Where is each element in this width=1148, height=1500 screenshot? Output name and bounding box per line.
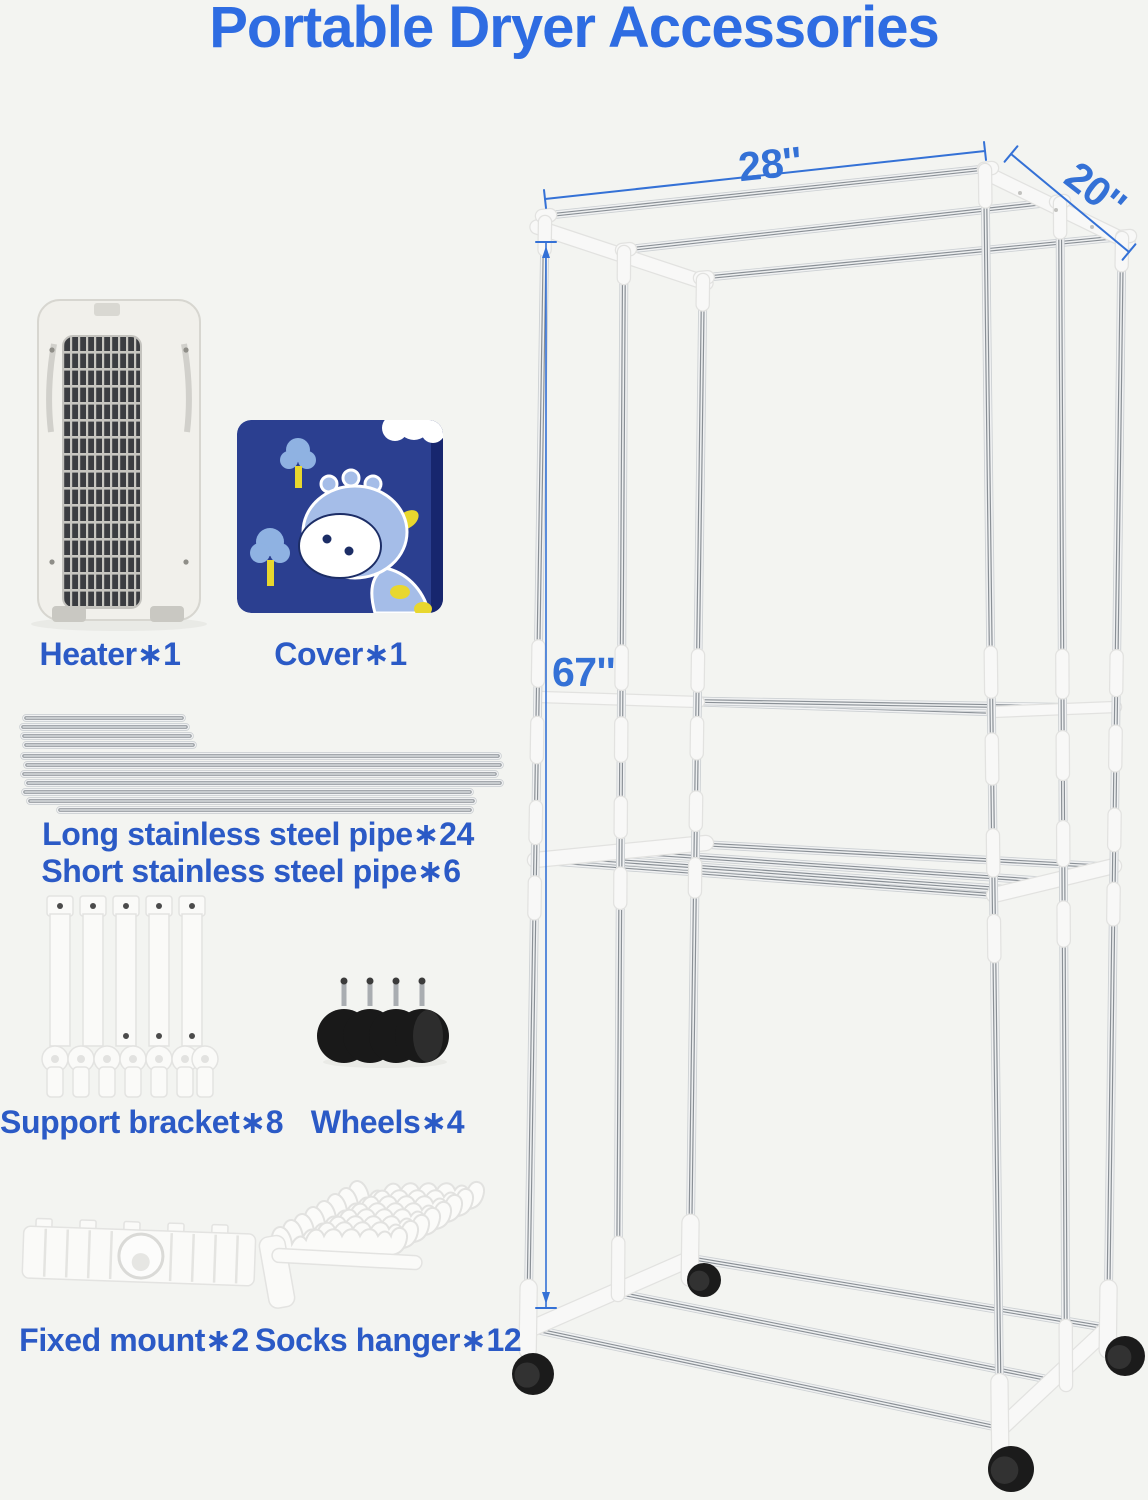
caster-wheels-image: [317, 978, 449, 1068]
fixed-mount-label: Fixed mount∗2: [19, 1322, 249, 1358]
support-bracket-image: [41, 895, 219, 1098]
heater-label: Heater∗1: [39, 636, 181, 672]
height-dimension-label: 67'': [552, 649, 616, 695]
fixed-mount-image: [21, 1217, 257, 1287]
support-bracket-label: Support bracket∗8: [0, 1104, 284, 1140]
short-pipe-label: Short stainless steel pipe∗6: [41, 853, 461, 889]
socks-hanger-image: [258, 1179, 486, 1309]
steel-pipes-image: [19, 714, 504, 814]
page-title: Portable Dryer Accessories: [209, 0, 939, 60]
cover-image: [237, 420, 443, 613]
dimension-lines: [535, 141, 1137, 1309]
wheels-label: Wheels∗4: [310, 1104, 465, 1140]
cover-label: Cover∗1: [274, 636, 407, 672]
socks-hanger-label: Socks hanger∗12: [255, 1322, 522, 1358]
heater-image: [31, 299, 207, 631]
long-pipe-label: Long stainless steel pipe∗24: [42, 816, 474, 852]
drying-rack-illustration: [512, 160, 1145, 1492]
